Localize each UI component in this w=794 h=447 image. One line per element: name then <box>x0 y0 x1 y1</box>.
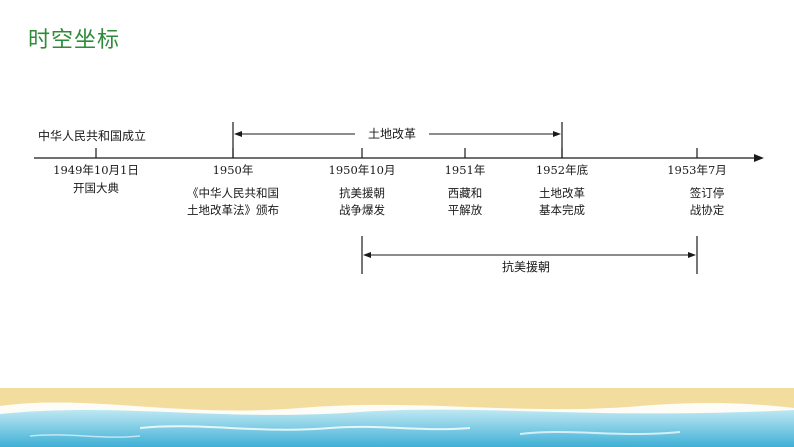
event-desc-3-line-2: 战争爆发 <box>339 203 385 217</box>
event-date-3: 1950年10月 <box>329 163 396 177</box>
timeline-arrowhead <box>754 154 764 162</box>
event-desc-5-line-2: 基本完成 <box>539 203 585 217</box>
event-dates: 1949年10月1日 1950年 1950年10月 1951年 1952年底 1… <box>53 163 727 177</box>
event-desc-3-line-1: 抗美援朝 <box>339 186 385 200</box>
land-reform-right-arrow <box>553 131 561 137</box>
event-date-2: 1950年 <box>213 163 254 177</box>
land-reform-left-arrow <box>234 131 242 137</box>
korean-war-span: 抗美援朝 <box>361 236 698 276</box>
event-desc-4-line-2: 平解放 <box>448 203 483 217</box>
beach-decoration <box>0 388 794 447</box>
event-desc-2-line-2: 土地改革法》颁布 <box>187 203 279 217</box>
wave-highlight-3 <box>29 434 141 438</box>
wave-highlight-1 <box>139 425 471 431</box>
land-reform-label: 土地改革 <box>368 127 416 141</box>
event-date-4: 1951年 <box>445 163 486 177</box>
event-desc-5-line-1: 土地改革 <box>539 186 585 200</box>
event-desc-6-line-1: 签订停 <box>690 186 725 200</box>
event-desc-4-line-1: 西藏和 <box>448 186 483 200</box>
event-date-1: 1949年10月1日 <box>53 163 139 177</box>
event-date-6: 1953年7月 <box>667 163 727 177</box>
wave-highlight-2 <box>519 431 681 435</box>
event-desc-2-line-1: 《中华人民共和国 <box>187 186 279 200</box>
event-desc-1-line-1: 开国大典 <box>73 181 119 195</box>
korean-war-left-arrow <box>363 252 371 258</box>
page-title: 时空坐标 <box>28 28 121 53</box>
event-descriptions: 开国大典 《中华人民共和国 土地改革法》颁布 抗美援朝 战争爆发 西藏和 平解放… <box>73 181 725 217</box>
korean-war-label: 抗美援朝 <box>502 259 550 274</box>
event-desc-6-line-2: 战协定 <box>690 203 725 217</box>
prc-founding-label: 中华人民共和国成立 <box>38 128 146 143</box>
land-reform-label-bg <box>355 124 429 142</box>
timeline-diagram: 土地改革 中华人民共和国成立 1949年10月1日 1950年 1950年10月… <box>34 122 764 276</box>
event-date-5: 1952年底 <box>536 163 589 177</box>
korean-war-right-arrow <box>688 252 696 258</box>
land-reform-span: 土地改革 <box>232 122 563 158</box>
timeline-ticks <box>95 148 698 158</box>
korean-war-label-bg <box>493 258 559 276</box>
